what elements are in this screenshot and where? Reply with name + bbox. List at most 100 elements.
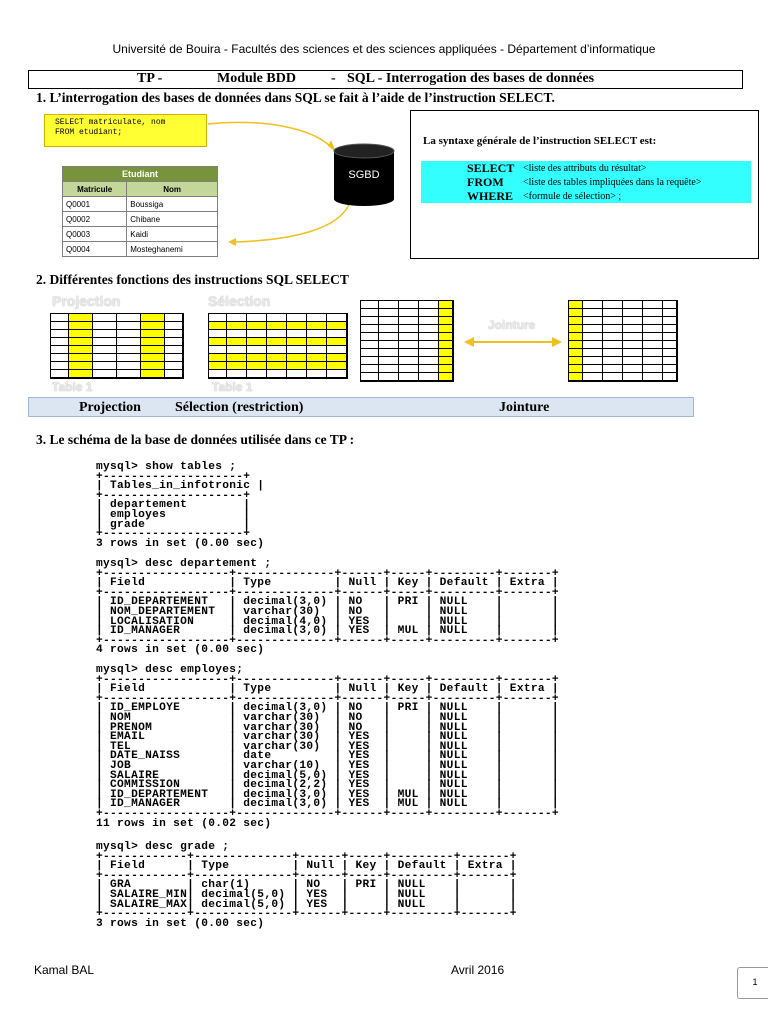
grid-cell bbox=[643, 357, 663, 365]
projection-table-label: Table 1 bbox=[52, 380, 93, 394]
grid-cell bbox=[165, 314, 183, 322]
grid-cell bbox=[623, 301, 643, 309]
dash-label: - bbox=[331, 71, 336, 86]
grid-cell bbox=[399, 357, 419, 365]
grid-cell bbox=[399, 325, 419, 333]
sql-line-1: SELECT matriculate, nom bbox=[55, 118, 166, 127]
grid-cell bbox=[287, 354, 307, 362]
grid-cell bbox=[307, 370, 327, 378]
grid-cell bbox=[623, 341, 643, 349]
grid-cell bbox=[399, 309, 419, 317]
grid-cell bbox=[419, 365, 439, 373]
grid-cell bbox=[51, 346, 69, 354]
grid-cell bbox=[93, 346, 117, 354]
page-header: Université de Bouira - Facultés des scie… bbox=[112, 42, 656, 56]
grid-cell bbox=[361, 365, 379, 373]
grid-cell bbox=[227, 322, 247, 330]
grid-cell bbox=[117, 370, 141, 378]
grid-cell bbox=[267, 314, 287, 322]
grid-cell bbox=[247, 346, 267, 354]
join-double-arrow bbox=[464, 337, 562, 347]
grid-cell bbox=[51, 314, 69, 322]
grid-cell bbox=[439, 365, 453, 373]
grid-cell bbox=[141, 338, 165, 346]
grid-cell bbox=[643, 309, 663, 317]
grid-cell bbox=[569, 365, 583, 373]
col-nom: Nom bbox=[126, 181, 218, 197]
syntax-title: La syntaxe générale de l’instruction SEL… bbox=[423, 135, 657, 147]
grid-cell bbox=[141, 346, 165, 354]
grid-cell bbox=[361, 301, 379, 309]
grid-cell bbox=[379, 365, 399, 373]
grid-cell bbox=[247, 362, 267, 370]
grid-cell bbox=[623, 349, 643, 357]
grid-cell bbox=[379, 341, 399, 349]
grid-cell bbox=[361, 357, 379, 365]
grid-cell bbox=[663, 365, 677, 373]
grid-cell bbox=[287, 322, 307, 330]
grid-cell bbox=[267, 370, 287, 378]
grid-cell bbox=[603, 357, 623, 365]
grid-cell bbox=[117, 330, 141, 338]
grid-cell bbox=[663, 301, 677, 309]
grid-cell bbox=[663, 317, 677, 325]
grid-cell bbox=[439, 301, 453, 309]
sql-line-2: FROM etudiant; bbox=[55, 128, 123, 137]
grid-cell bbox=[307, 346, 327, 354]
grid-cell bbox=[663, 373, 677, 381]
grid-cell bbox=[361, 325, 379, 333]
grid-cell bbox=[165, 362, 183, 370]
grid-cell bbox=[327, 322, 347, 330]
grid-cell bbox=[379, 357, 399, 365]
grid-cell bbox=[623, 365, 643, 373]
cell-matricule: Q0002 bbox=[61, 211, 128, 227]
terminal-desc-grade: mysql> desc grade ; +------------+------… bbox=[96, 841, 517, 930]
terminal-show-tables: mysql> show tables ; +------------------… bbox=[96, 461, 265, 550]
grid-cell bbox=[247, 322, 267, 330]
sgbd-label: SGBD bbox=[348, 169, 380, 181]
grid-cell bbox=[569, 309, 583, 317]
syntax-from-kw: FROM bbox=[467, 175, 504, 189]
grid-cell bbox=[287, 362, 307, 370]
syntax-select-kw: SELECT bbox=[467, 161, 515, 175]
grid-cell bbox=[419, 349, 439, 357]
cell-matricule: Q0001 bbox=[61, 196, 128, 212]
grid-cell bbox=[419, 309, 439, 317]
grid-cell bbox=[69, 322, 93, 330]
grid-cell bbox=[209, 370, 227, 378]
grid-cell bbox=[379, 373, 399, 381]
tp-title-bar: TP - Module BDD - SQL - Interrogation de… bbox=[28, 70, 743, 89]
grid-cell bbox=[227, 370, 247, 378]
grid-cell bbox=[623, 357, 643, 365]
grid-cell bbox=[227, 362, 247, 370]
grid-cell bbox=[361, 309, 379, 317]
grid-cell bbox=[643, 341, 663, 349]
grid-cell bbox=[267, 362, 287, 370]
grid-cell bbox=[267, 338, 287, 346]
module-label: Module BDD bbox=[217, 71, 296, 86]
grid-cell bbox=[307, 322, 327, 330]
grid-cell bbox=[307, 354, 327, 362]
grid-cell bbox=[165, 346, 183, 354]
grid-cell bbox=[439, 373, 453, 381]
grid-cell bbox=[209, 354, 227, 362]
grid-cell bbox=[643, 301, 663, 309]
syntax-highlight bbox=[421, 161, 751, 203]
grid-cell bbox=[643, 325, 663, 333]
syntax-where-text: <formule de sélection> ; bbox=[523, 191, 622, 202]
grid-cell bbox=[227, 338, 247, 346]
grid-cell bbox=[439, 341, 453, 349]
grid-cell bbox=[165, 354, 183, 362]
grid-cell bbox=[569, 357, 583, 365]
cell-nom: Kaidi bbox=[126, 226, 218, 242]
grid-cell bbox=[287, 346, 307, 354]
grid-cell bbox=[603, 325, 623, 333]
grid-cell bbox=[623, 333, 643, 341]
grid-cell bbox=[307, 314, 327, 322]
grid-cell bbox=[209, 314, 227, 322]
projection-grid bbox=[50, 313, 184, 379]
grid-cell bbox=[583, 325, 603, 333]
grid-cell bbox=[663, 309, 677, 317]
